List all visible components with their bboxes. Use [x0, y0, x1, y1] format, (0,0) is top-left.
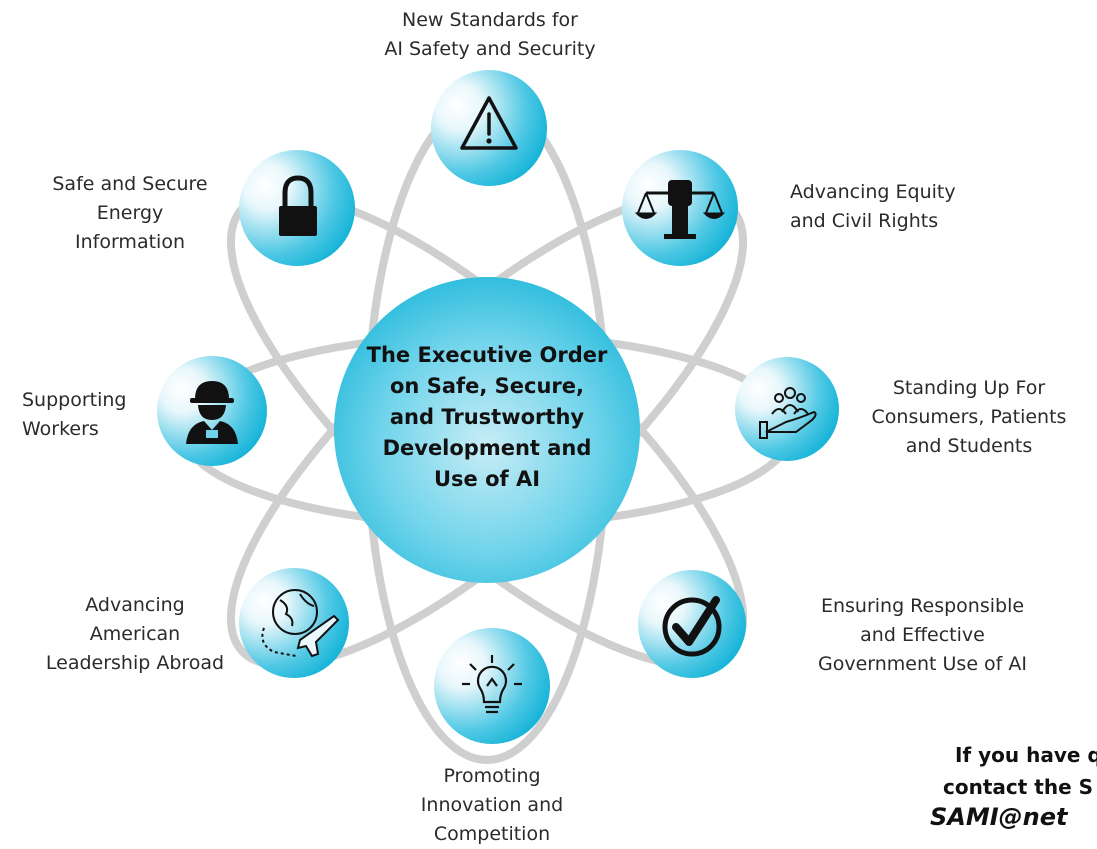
label-line: Supporting [22, 389, 127, 411]
lightbulb-icon [462, 655, 522, 714]
label-line: Standing Up For [892, 377, 1046, 399]
warning-icon [460, 96, 518, 150]
label-innovation: Promoting Innovation and Competition [392, 762, 592, 849]
label-line: Advancing [85, 594, 185, 616]
center-title-line: The Executive Order [366, 343, 608, 367]
node-innovation [434, 628, 550, 744]
node-government [638, 570, 746, 678]
center-circle [334, 277, 640, 583]
label-line: Leadership Abroad [45, 652, 225, 674]
people-in-hand-icon [759, 387, 817, 439]
label-line: Promoting [443, 765, 541, 787]
label-energy: Safe and Secure Energy Information [25, 170, 235, 257]
label-line: Ensuring Responsible [820, 595, 1025, 617]
node-workers [157, 356, 267, 466]
node-leadership [239, 568, 349, 678]
center-title-line: Development and [382, 436, 592, 460]
center-title: The Executive Order on Safe, Secure, and… [347, 340, 627, 495]
center-title-line: Use of AI [433, 467, 541, 491]
construction-worker-icon [186, 381, 238, 444]
center-title-line: and Trustworthy [389, 405, 585, 429]
globe-airplane-icon [261, 589, 340, 658]
label-line: Consumers, Patients [871, 406, 1067, 428]
label-ai-safety: New Standards for AI Safety and Security [340, 6, 640, 64]
node-circle [239, 568, 349, 678]
node-circle [735, 357, 839, 461]
contact-line: If you have q [955, 743, 1097, 767]
contact-note: If you have q [955, 740, 1097, 770]
label-workers: Supporting Workers [22, 386, 162, 444]
contact-note-line2: contact the S [943, 772, 1097, 802]
label-consumers: Standing Up For Consumers, Patients and … [849, 374, 1089, 461]
checkmark-icon [662, 596, 722, 657]
node-circle [434, 628, 550, 744]
label-line: and Effective [860, 624, 985, 646]
label-line: Information [75, 231, 185, 253]
node-consumers [735, 357, 839, 461]
label-line: Advancing Equity [790, 181, 956, 203]
label-leadership: Advancing American Leadership Abroad [20, 591, 250, 678]
label-line: Innovation and [420, 794, 564, 816]
node-energy [239, 150, 355, 266]
justice-scales-fist-icon [634, 180, 726, 239]
label-line: New Standards for [402, 9, 578, 31]
contact-email-text: SAMI@net [930, 803, 1068, 831]
node-equity [622, 150, 738, 266]
label-government: Ensuring Responsible and Effective Gover… [790, 592, 1055, 679]
label-line: and Students [905, 435, 1033, 457]
label-line: AI Safety and Security [384, 38, 596, 60]
node-ai-safety [431, 70, 547, 186]
label-line: Safe and Secure [52, 173, 208, 195]
label-line: and Civil Rights [790, 210, 939, 232]
center-title-line: on Safe, Secure, [390, 374, 584, 398]
contact-line: contact the S [943, 775, 1093, 799]
label-line: American [89, 623, 181, 645]
node-circle [638, 570, 746, 678]
contact-email: SAMI@net [930, 802, 1097, 832]
label-line: Competition [433, 823, 551, 845]
label-equity: Advancing Equity and Civil Rights [790, 178, 1010, 236]
label-line: Energy [96, 202, 164, 224]
padlock-icon [279, 175, 317, 236]
label-line: Government Use of AI [817, 653, 1028, 675]
label-line: Workers [22, 418, 99, 440]
